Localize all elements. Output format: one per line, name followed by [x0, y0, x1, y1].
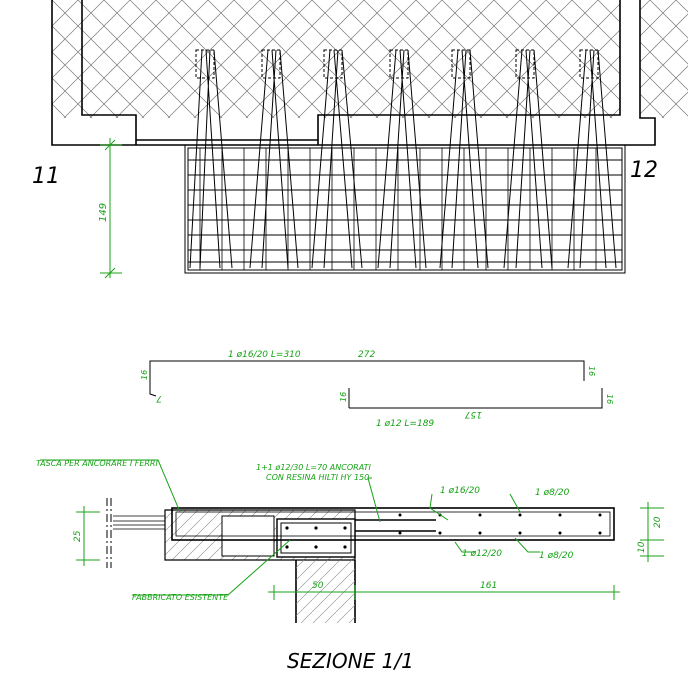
note-pocket: TASCA PER ANCORARE I FERRI — [36, 459, 158, 468]
beam-stirrup — [276, 518, 356, 558]
plan-label-12: 12 — [630, 158, 658, 183]
section-title: SEZIONE 1/1 — [287, 649, 414, 673]
bar-1-label: 1 ø16/20 L=310 — [228, 350, 301, 360]
plan-dimension-149 — [100, 138, 122, 279]
note-anchor-2: CON RESINA HILTI HY 150 — [266, 473, 369, 482]
dim-bottom — [268, 585, 620, 600]
plan-dim-text: 149 — [98, 203, 109, 222]
plan-vertical-bars — [199, 148, 597, 270]
dim-left-text: 25 — [73, 530, 83, 542]
dim-bottom-right-text: 161 — [480, 581, 497, 591]
bar-1-shape — [149, 360, 585, 397]
bar-2-leg-right: 16 — [605, 394, 614, 404]
callout-bot-main: 1 ø12/20 — [462, 549, 502, 559]
bar-1-hook: 7 — [156, 393, 162, 403]
note-anchor-1: 1+1 ø12/30 L=70 ANCORATI — [256, 463, 371, 472]
dim-right — [640, 502, 664, 562]
callout-top-dist: 1 ø8/20 — [535, 488, 570, 498]
section-view — [40, 459, 664, 623]
bar-shapes — [149, 360, 603, 409]
plan-label-11: 11 — [32, 164, 60, 189]
dim-bottom-left-text: 50 — [312, 581, 324, 591]
callout-top-main: 1 ø16/20 — [440, 486, 480, 496]
bar-1-length: 272 — [358, 350, 375, 360]
bar-2-label: 1 ø12 L=189 — [376, 419, 434, 429]
callout-bot-dist: 1 ø8/20 — [539, 551, 574, 561]
bar-1-leg-right: 16 — [587, 366, 596, 376]
new-slab-section — [171, 507, 615, 541]
plan-view: 149 11 12 — [32, 0, 688, 279]
existing-floor-layers — [113, 515, 165, 530]
anchor-fan-bars — [189, 49, 617, 269]
bar-1-leg-left: 16 — [140, 370, 149, 380]
annotation-leaders — [40, 459, 540, 596]
wall-hatch — [52, 0, 620, 118]
bar-2-shape — [348, 388, 603, 409]
slab-plan — [184, 144, 626, 274]
bar-2-length: 157 — [465, 409, 482, 419]
note-existing: FABBRICATO ESISTENTE — [132, 593, 229, 602]
dim-25 — [76, 506, 100, 566]
dim-right-top-text: 20 — [653, 516, 663, 528]
plan-horizontal-bars — [188, 159, 622, 263]
dim-right-bot-text: 10 — [637, 541, 647, 553]
bar-2-leg-left: 16 — [339, 392, 348, 402]
